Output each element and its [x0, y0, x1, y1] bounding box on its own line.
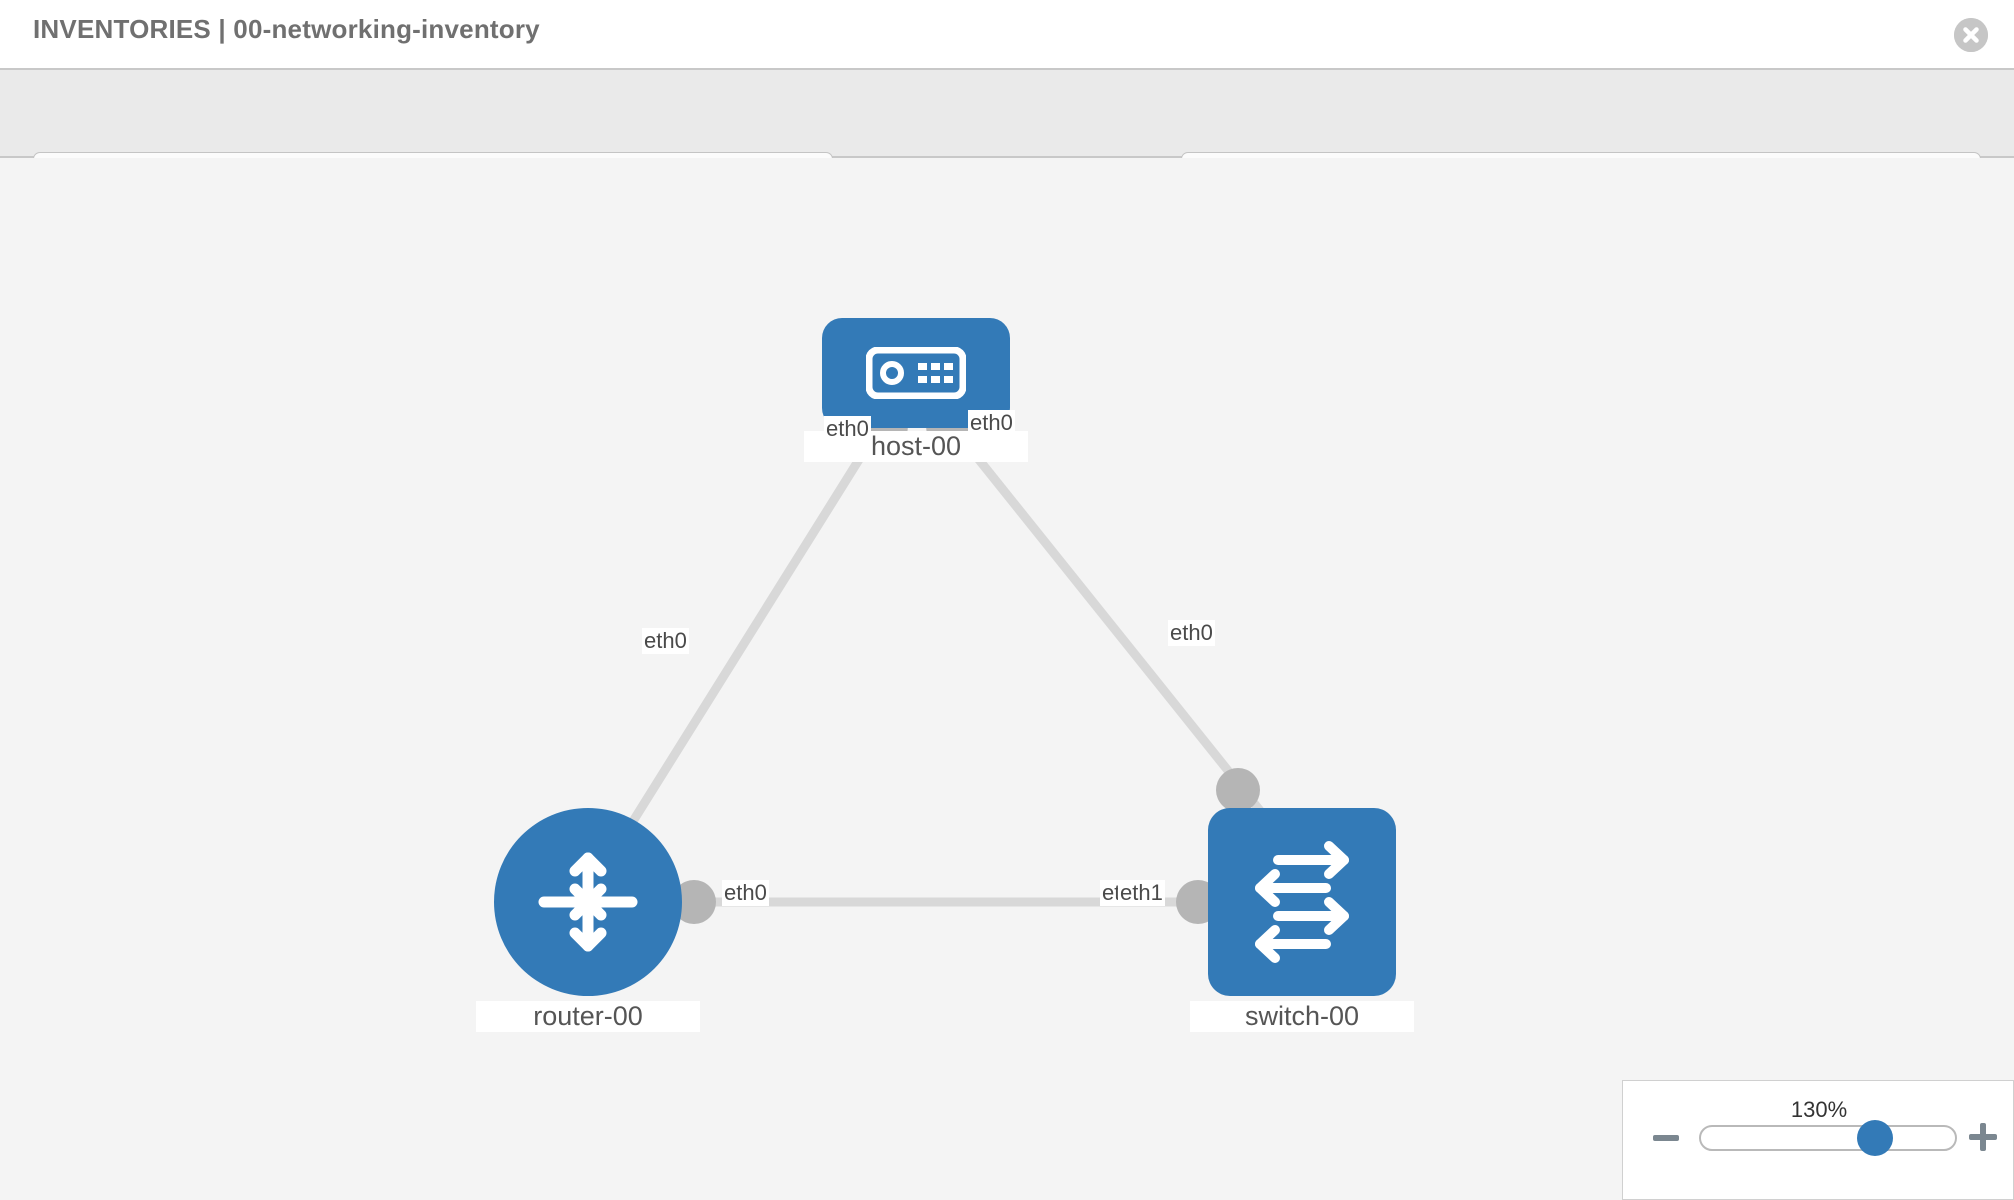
iface-label-switch-up: eth0 [1168, 620, 1215, 646]
topology-node-switch-00[interactable]: switch-00 [1190, 808, 1414, 1032]
server-device-icon [866, 347, 966, 399]
page-title: INVENTORIES | 00-networking-inventory [33, 14, 540, 44]
iface-label-router-up: eth0 [642, 628, 689, 654]
zoom-out-button[interactable] [1653, 1135, 1679, 1141]
link-host-router [606, 423, 884, 861]
iface-label-host-left: eth0 [824, 416, 871, 442]
connector-router-right [672, 880, 716, 924]
close-circle-icon [1954, 18, 1988, 52]
page-header: INVENTORIES | 00-networking-inventory [0, 0, 2014, 68]
zoom-slider-track[interactable] [1699, 1125, 1957, 1151]
iface-label-host-right: eth0 [968, 410, 1015, 436]
topology-canvas[interactable]: host-00 router-00 [0, 158, 2014, 1200]
iface-label-switch-left: eth1 [1118, 880, 1165, 906]
router-arrows-icon [538, 852, 638, 952]
zoom-in-button[interactable] [1969, 1123, 1997, 1151]
host-node-shape [822, 318, 1010, 428]
zoom-slider-thumb[interactable] [1857, 1120, 1893, 1156]
toolbar: ACTIONS SEARCH [0, 68, 2014, 206]
topology-node-host-00[interactable]: host-00 [804, 318, 1028, 462]
zoom-control-panel: 130% [1622, 1080, 2014, 1200]
close-icon[interactable] [1954, 18, 1988, 52]
topology-links-layer [594, 404, 1294, 924]
switch-node-shape [1208, 808, 1396, 996]
switch-arrows-icon [1255, 841, 1349, 963]
zoom-level-label: 130% [1790, 1097, 1848, 1122]
iface-label-router-right: eth0 [722, 880, 769, 906]
router-node-label: router-00 [476, 1001, 700, 1032]
topology-node-router-00[interactable]: router-00 [476, 808, 700, 1032]
connector-switch-top [1216, 768, 1260, 812]
switch-node-label: switch-00 [1190, 1001, 1414, 1032]
